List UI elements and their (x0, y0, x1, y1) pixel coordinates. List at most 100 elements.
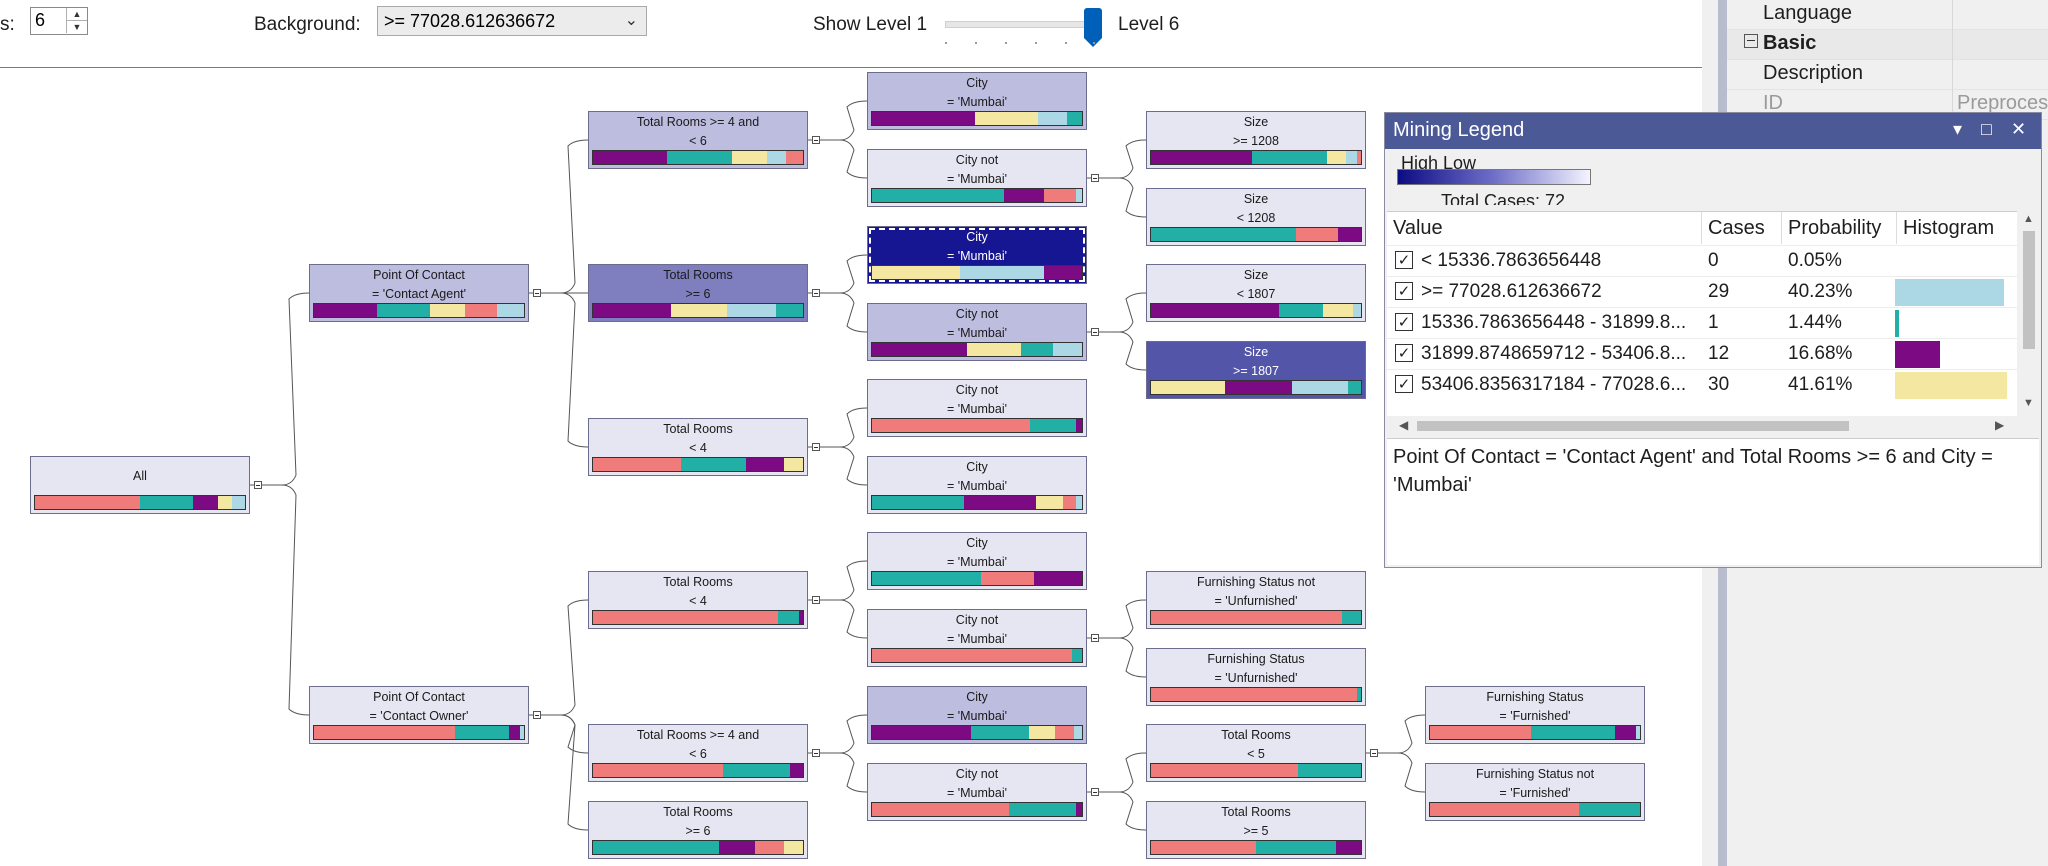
tree-node-c7[interactable]: City= 'Mumbai' (867, 532, 1087, 590)
tree-node-ff1[interactable]: Furnishing Status= 'Furnished' (1425, 686, 1645, 744)
checkbox-checked-icon[interactable]: ✓ (1395, 313, 1413, 331)
collapse-icon[interactable] (1091, 788, 1099, 796)
node-label-line1: Total Rooms (663, 575, 733, 589)
node-label-line2: = 'Unfurnished' (1214, 671, 1298, 685)
property-key: Language (1763, 2, 1852, 24)
tree-node-o-tr-lt4[interactable]: Total Rooms< 4 (588, 571, 808, 629)
histogram-segment (1327, 151, 1347, 164)
tree-node-s4[interactable]: Size>= 1807 (1146, 341, 1366, 399)
tree-node-t1[interactable]: Total Rooms< 5 (1146, 724, 1366, 782)
tree-node-o-tr-ge6[interactable]: Total Rooms>= 6 (588, 801, 808, 859)
dropdown-icon[interactable]: ▾ (1953, 119, 1963, 139)
tree-node-ff2[interactable]: Furnishing Status not= 'Furnished' (1425, 763, 1645, 821)
tree-node-c10[interactable]: City not= 'Mumbai' (867, 763, 1087, 821)
tree-node-c2[interactable]: City not= 'Mumbai' (867, 149, 1087, 207)
scroll-up-icon[interactable]: ▲ (2023, 213, 2034, 225)
histogram-segment (1035, 496, 1064, 509)
column-header-probability[interactable]: Probability (1782, 212, 1897, 244)
histogram-segment (872, 726, 971, 739)
tree-node-c3[interactable]: City= 'Mumbai' (867, 226, 1087, 284)
tree-node-f2[interactable]: Furnishing Status= 'Unfurnished' (1146, 648, 1366, 706)
tree-edges (250, 100, 1426, 831)
tree-node-poc-agent[interactable]: Point Of Contact= 'Contact Agent' (309, 264, 529, 322)
spin-down-icon[interactable]: ▼ (66, 21, 87, 33)
node-label-line1: Total Rooms (663, 805, 733, 819)
legend-titlebar[interactable]: Mining Legend ▾ □ ✕ (1385, 113, 2041, 149)
tree-node-s2[interactable]: Size< 1208 (1146, 188, 1366, 246)
node-label: City not= 'Mumbai' (868, 381, 1086, 419)
levels-spinner[interactable]: 6 ▲ ▼ (30, 7, 88, 35)
column-header-cases[interactable]: Cases (1702, 212, 1782, 244)
collapse-icon[interactable] (812, 443, 820, 451)
background-label: Background: (254, 14, 361, 35)
legend-probability: 1.44% (1788, 312, 1842, 333)
collapse-icon[interactable] (812, 749, 820, 757)
histogram-segment (981, 572, 1034, 585)
tree-node-f1[interactable]: Furnishing Status not= 'Unfurnished' (1146, 571, 1366, 629)
checkbox-checked-icon[interactable]: ✓ (1395, 344, 1413, 362)
collapse-icon[interactable] (254, 481, 262, 489)
node-label-line1: All (133, 469, 147, 483)
spin-up-icon[interactable]: ▲ (66, 8, 87, 21)
property-language[interactable]: Language (1727, 0, 2048, 30)
tree-node-c5[interactable]: City not= 'Mumbai' (867, 379, 1087, 437)
scroll-right-icon[interactable]: ▶ (1995, 418, 2005, 432)
checkbox-checked-icon[interactable]: ✓ (1395, 282, 1413, 300)
legend-value: 31899.8748659712 - 53406.8... (1421, 343, 1687, 364)
tree-node-poc-owner[interactable]: Point Of Contact= 'Contact Owner' (309, 686, 529, 744)
column-header-histogram[interactable]: Histogram (1903, 217, 1995, 239)
tree-node-s3[interactable]: Size< 1807 (1146, 264, 1366, 322)
collapse-icon[interactable] (1091, 328, 1099, 336)
collapse-icon[interactable] (1091, 634, 1099, 642)
checkbox-checked-icon[interactable]: ✓ (1395, 375, 1413, 393)
collapse-icon[interactable] (1091, 174, 1099, 182)
collapse-icon[interactable] (1744, 34, 1758, 48)
scroll-down-icon[interactable]: ▼ (2023, 397, 2034, 409)
property-description[interactable]: Description (1727, 60, 2048, 90)
node-label-line2: = 'Furnished' (1499, 709, 1571, 723)
maximize-icon[interactable]: □ (1981, 119, 1992, 139)
tree-node-all[interactable]: All (30, 456, 250, 514)
tree-node-a-tr-ge6[interactable]: Total Rooms>= 6 (588, 264, 808, 322)
node-label-line2: >= 6 (685, 287, 711, 301)
scroll-thumb[interactable] (2023, 231, 2035, 349)
column-header-value[interactable]: Value (1387, 212, 1702, 244)
tree-node-s1[interactable]: Size>= 1208 (1146, 111, 1366, 169)
tree-node-c4[interactable]: City not= 'Mumbai' (867, 303, 1087, 361)
collapse-icon[interactable] (533, 289, 541, 297)
close-icon[interactable]: ✕ (2011, 119, 2027, 139)
collapse-icon[interactable] (1370, 749, 1378, 757)
tree-node-a-tr-4-6[interactable]: Total Rooms >= 4 and< 6 (588, 111, 808, 169)
background-select[interactable]: >= 77028.612636672 ⌄ (377, 6, 647, 36)
tree-node-c8[interactable]: City not= 'Mumbai' (867, 609, 1087, 667)
tree-node-c9[interactable]: City= 'Mumbai' (867, 686, 1087, 744)
histogram-segment (974, 112, 1038, 125)
collapse-icon[interactable] (812, 136, 820, 144)
legend-horizontal-scrollbar[interactable]: ◀ ▶ (1387, 416, 2017, 436)
scroll-left-icon[interactable]: ◀ (1399, 418, 1409, 432)
collapse-icon[interactable] (533, 711, 541, 719)
tree-node-c6[interactable]: City= 'Mumbai' (867, 456, 1087, 514)
scroll-thumb[interactable] (1417, 421, 1849, 431)
collapse-icon[interactable] (812, 289, 820, 297)
collapse-icon[interactable] (812, 596, 820, 604)
tree-node-c1[interactable]: City= 'Mumbai' (867, 72, 1087, 130)
histogram-segment (746, 458, 785, 471)
tree-node-a-tr-lt4[interactable]: Total Rooms< 4 (588, 418, 808, 476)
histogram-segment (519, 726, 524, 739)
checkbox-checked-icon[interactable]: ✓ (1395, 251, 1413, 269)
canvas-top-border (0, 67, 1702, 68)
category-basic[interactable]: Basic (1727, 30, 2048, 60)
legend-vertical-scrollbar[interactable]: ▲ ▼ (2017, 211, 2041, 416)
node-label-line1: Size (1243, 192, 1269, 206)
node-histogram-bar (592, 610, 804, 625)
tree-node-o-tr-4-6[interactable]: Total Rooms >= 4 and< 6 (588, 724, 808, 782)
level-max-label: Level 6 (1118, 14, 1180, 35)
property-key: ID (1763, 92, 1783, 114)
tree-node-t2[interactable]: Total Rooms>= 5 (1146, 801, 1366, 859)
